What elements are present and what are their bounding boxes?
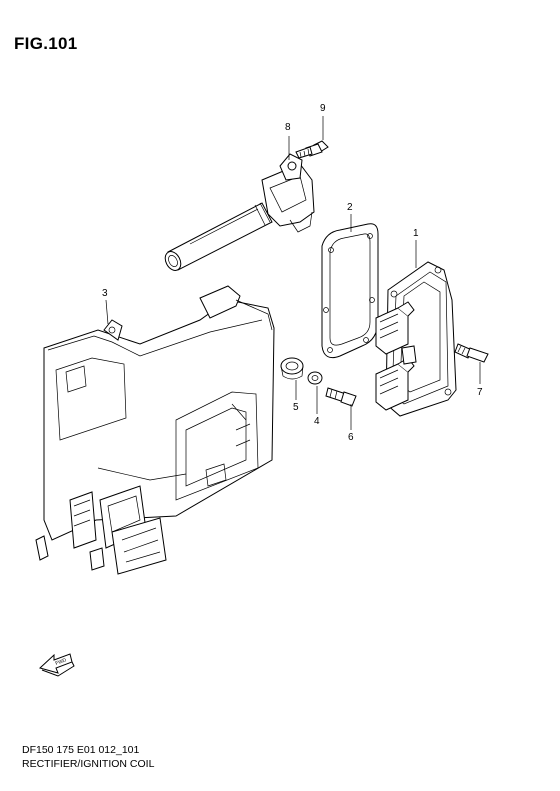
bolt-9[interactable] <box>295 140 329 159</box>
callout-3: 3 <box>102 288 108 299</box>
ignition-coil[interactable] <box>162 153 315 273</box>
callout-2: 2 <box>347 202 353 213</box>
figure-title: FIG.101 <box>14 34 78 53</box>
collar-4[interactable] <box>307 371 323 385</box>
callout-4: 4 <box>314 416 320 427</box>
figure-name: RECTIFIER/IGNITION COIL <box>22 758 155 770</box>
gasket-2[interactable] <box>321 223 379 359</box>
leader-lines <box>105 116 481 430</box>
fwd-arrow-icon: FWD <box>39 653 75 677</box>
bolt-7[interactable] <box>454 343 489 363</box>
grommet-5[interactable] <box>280 357 304 380</box>
rectifier-1[interactable] <box>375 261 457 417</box>
figure-code: DF150 175 E01 012_101 <box>22 744 140 756</box>
callout-9: 9 <box>320 103 326 114</box>
bracket-3[interactable] <box>35 285 275 575</box>
callout-6: 6 <box>348 432 354 443</box>
callout-7: 7 <box>477 387 483 398</box>
callout-8: 8 <box>285 122 291 133</box>
callout-5: 5 <box>293 402 299 413</box>
bolt-6[interactable] <box>325 387 357 407</box>
callout-1: 1 <box>413 228 419 239</box>
fwd-label: FWD <box>55 657 68 667</box>
